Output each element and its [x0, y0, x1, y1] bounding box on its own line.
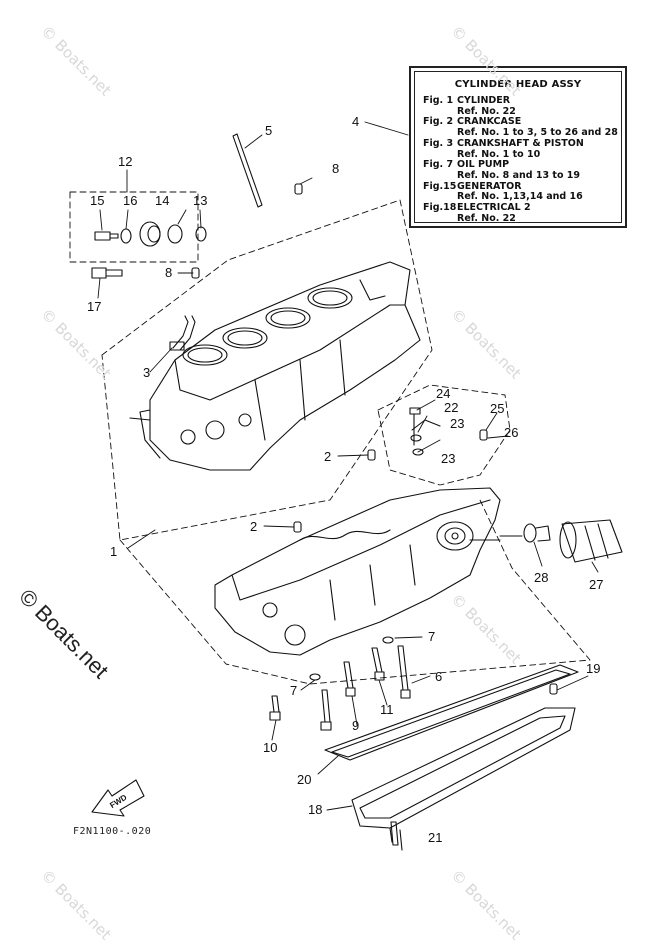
breather-hose: [169, 315, 196, 351]
oil-pan: [351, 707, 576, 851]
drawing-code: F2N1100-.020: [73, 826, 152, 837]
callout-2: 2: [250, 519, 257, 534]
callout-8: 8: [332, 161, 339, 176]
callout-17: 17: [87, 299, 101, 314]
callout-15: 15: [90, 193, 104, 208]
callout-4: 4: [352, 114, 359, 129]
oil-filter-fitting: [523, 523, 551, 543]
exploded-parts-diagram: 1 2 2 3 4 5 6 6 7 7 8 8 9 10 11 12 13 14…: [69, 114, 623, 851]
callout-5: 5: [265, 123, 272, 138]
assembly-boundary-dashed: [69, 191, 591, 685]
callout-12: 12: [118, 154, 132, 169]
legend-title: CYLINDER HEAD ASSY: [454, 79, 582, 90]
callout-26: 26: [504, 425, 518, 440]
callout-6: 6: [435, 669, 442, 684]
fitting-group: [91, 221, 207, 279]
callout-10: 10: [263, 740, 277, 755]
crankcase: [214, 487, 501, 656]
callout-22: 22: [444, 400, 458, 415]
callout-2-upper: 2: [324, 449, 331, 464]
callout-13: 13: [193, 193, 207, 208]
callout-7: 7: [428, 629, 435, 644]
oil-pan-gasket: [324, 664, 579, 761]
callout-27: 27: [589, 577, 603, 592]
callout-7-lower: 7: [290, 683, 297, 698]
stud-bolt: [232, 133, 263, 208]
callout-23-lower: 23: [441, 451, 455, 466]
callout-21: 21: [428, 830, 442, 845]
callout-numbers: 1 2 2 3 4 5 6 6 7 7 8 8 9 10 11 12 13 14…: [87, 114, 603, 845]
callout-28: 28: [534, 570, 548, 585]
callout-8-left: 8: [165, 265, 172, 280]
callout-24: 24: [436, 386, 450, 401]
callout-1: 1: [110, 544, 117, 559]
callout-18: 18: [308, 802, 322, 817]
callout-14: 14: [155, 193, 169, 208]
callout-11: 11: [380, 702, 394, 717]
callout-25: 25: [490, 401, 504, 416]
leader-lines: [97, 121, 599, 811]
dowel-pins: [191, 183, 558, 695]
callout-19: 19: [586, 661, 600, 676]
crankcase-bolts: [269, 645, 411, 846]
callout-16: 16: [123, 193, 137, 208]
callout-20: 20: [297, 772, 311, 787]
oil-filter: [559, 519, 623, 563]
callout-9: 9: [352, 718, 359, 733]
callout-23: 23: [450, 416, 464, 431]
cylinder-block: [129, 261, 421, 471]
fwd-arrow-icon: [91, 779, 145, 817]
callout-3: 3: [143, 365, 150, 380]
